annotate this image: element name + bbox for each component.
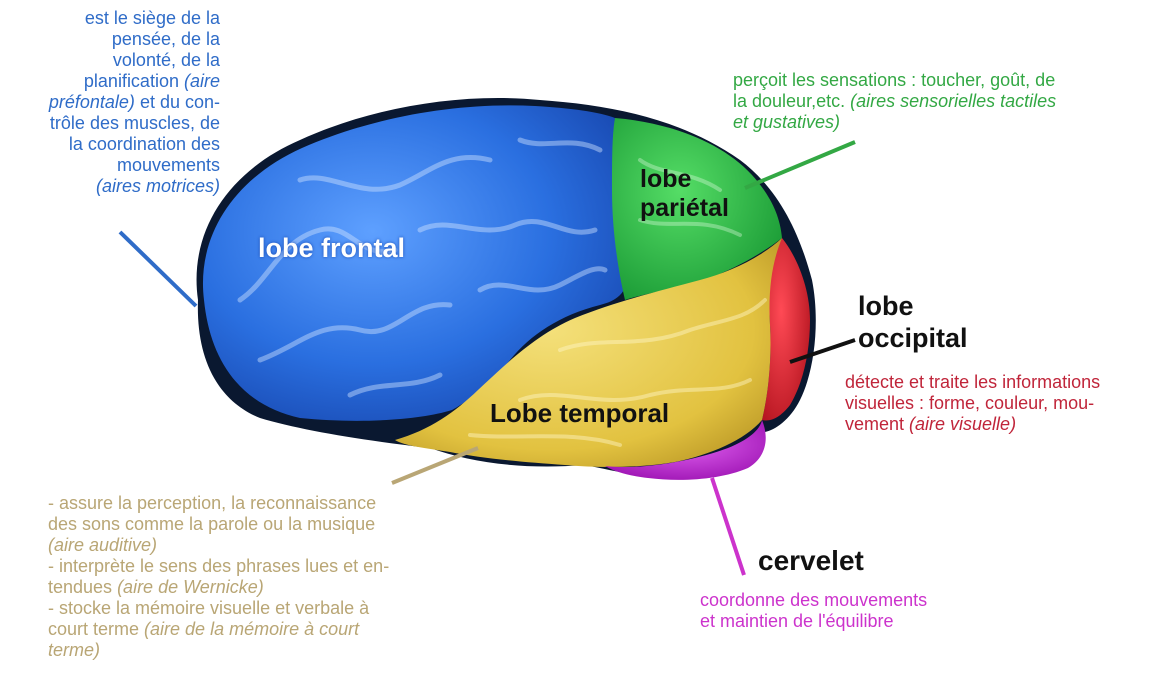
parietal-lobe-label: lobe pariétal [640, 165, 729, 223]
temporal-lobe-label: Lobe temporal [490, 398, 669, 429]
occipital-label-line2: occipital [858, 322, 968, 354]
parietal-label-line2: pariétal [640, 194, 729, 223]
frontal-lobe-label: lobe frontal [258, 233, 405, 264]
cervelet-leader-line [712, 478, 744, 575]
occipital-lobe-label: lobe occipital [858, 290, 968, 354]
cervelet-label: cervelet [758, 545, 864, 577]
frontal-leader-line [120, 232, 196, 306]
temporal-leader-line [392, 448, 478, 483]
parietal-label-line1: lobe [640, 165, 729, 194]
parietal-leader-line [745, 142, 855, 188]
frontal-description: est le siège de la pensée, de la volonté… [0, 8, 220, 197]
parietal-description: perçoit les sensations : toucher, goût, … [733, 70, 1158, 133]
occipital-label-line1: lobe [858, 290, 968, 322]
cervelet-description: coordonne des mouvements et maintien de … [700, 590, 1000, 632]
temporal-description: - assure la perception, la reconnaissanc… [48, 493, 488, 661]
occipital-description: détecte et traite les informations visue… [845, 372, 1157, 435]
